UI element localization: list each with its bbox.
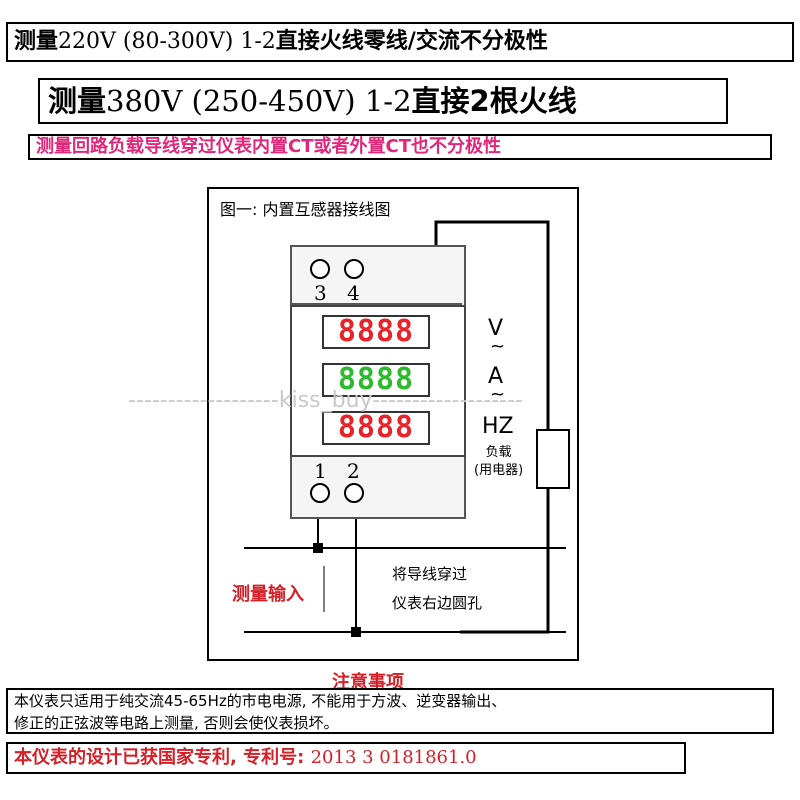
current-display: 8888 <box>322 363 430 397</box>
header-line-380v: 测量380V (250-450V) 1-2直接2根火线 <box>38 78 728 124</box>
voltage-unit: V <box>488 316 504 341</box>
terminal-4 <box>344 259 364 279</box>
frequency-display: 8888 <box>322 411 430 445</box>
watermark: -------------------kiss_buy-------------… <box>128 388 523 413</box>
junction-lower <box>351 627 361 637</box>
header-line-380v-prefix: 测量 <box>48 84 107 118</box>
notice-line-1: 本仪表只适用于纯交流45-65Hz的市电电源, 不能用于方波、逆变器输出、 <box>14 692 507 710</box>
notice-box <box>6 688 774 734</box>
terminal-2-label: 2 <box>347 459 360 483</box>
terminal-3-label: 3 <box>314 281 327 305</box>
measurement-input-label: 测量输入 <box>232 584 304 605</box>
wire-top-loop <box>434 220 550 429</box>
load-resistor <box>536 429 570 489</box>
header-line-380v-range: 380V (250-450V) 1-2 <box>106 84 412 118</box>
header-line-220v-range: 220V (80-300V) 1-2 <box>58 29 276 54</box>
load-label-line1: 负载 <box>485 445 512 460</box>
frequency-unit: HZ <box>482 414 514 439</box>
thread-note-line1: 将导线穿过 <box>392 565 468 583</box>
thread-note-line2: 仪表右边圆孔 <box>392 594 483 612</box>
meter-top-terminal-block <box>290 245 462 305</box>
patent-number: 2013 3 0181861.0 <box>310 747 477 768</box>
header-line-ct: 测量回路负载导线穿过仪表内置CT或者外置CT也不分极性 <box>28 134 772 160</box>
terminal-4-label: 4 <box>347 281 360 305</box>
figure-frame <box>207 187 579 661</box>
terminal-2 <box>344 483 364 503</box>
terminal-3 <box>310 259 330 279</box>
figure-title: 图一: 内置互感器接线图 <box>220 200 391 219</box>
header-line-220v: 测量220V (80-300V) 1-2直接火线零线/交流不分极性 <box>6 22 794 62</box>
notice-line-2: 修正的正弦波等电路上测量, 否则会使仪表损坏。 <box>14 714 339 732</box>
current-ac-symbol: ~ <box>490 384 506 405</box>
terminal-1-label: 1 <box>314 459 327 483</box>
voltage-ac-symbol: ~ <box>490 336 506 357</box>
voltage-display: 8888 <box>322 315 430 349</box>
patent-box: 本仪表的设计已获国家专利, 专利号: 2013 3 0181861.0 <box>6 742 686 774</box>
patent-label: 本仪表的设计已获国家专利, 专利号: <box>14 747 305 768</box>
notice-title: 注意事项 <box>332 672 404 693</box>
header-line-380v-suffix: 直接2根火线 <box>411 84 577 118</box>
header-line-220v-suffix: 直接火线零线/交流不分极性 <box>275 29 548 54</box>
load-label-line2: (用电器) <box>474 463 524 478</box>
header-line-220v-prefix: 测量 <box>14 29 59 54</box>
load-label: 负载 (用电器) <box>474 444 523 480</box>
junction-upper <box>313 543 323 553</box>
current-unit: A <box>488 364 504 389</box>
terminal-1 <box>310 483 330 503</box>
